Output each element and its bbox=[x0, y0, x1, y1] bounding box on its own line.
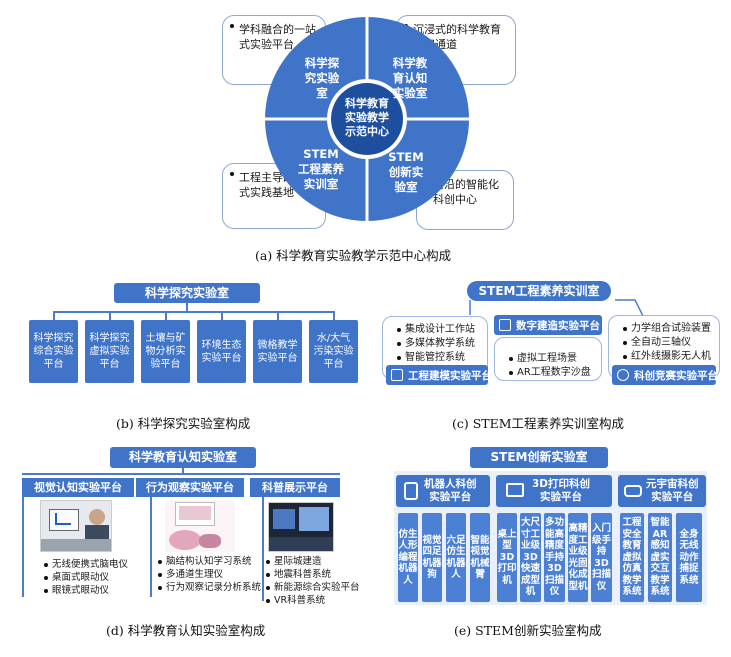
note-text: 前沿的智能化科创中心 bbox=[433, 178, 499, 206]
hammer-icon bbox=[617, 369, 629, 381]
bullet-dot bbox=[230, 24, 234, 28]
c-right-item: 全自动三轴仪 bbox=[623, 336, 713, 350]
b-item: 微格教学实验平台 bbox=[253, 320, 302, 383]
quadrant-br-label: STEM 创新实 验室 bbox=[388, 150, 424, 194]
e-title: STEM创新实验室 bbox=[470, 447, 608, 468]
caption-c: (c) STEM工程素养实训室构成 bbox=[452, 416, 625, 431]
c-right-item: 红外线摄影无人机 bbox=[623, 350, 713, 364]
b-title: 科学探究实验室 bbox=[114, 283, 260, 303]
card-label: 3D打印科创 实验平台 bbox=[532, 478, 591, 503]
e-column: 智能视觉机械臂 bbox=[470, 513, 490, 602]
e-column: 大尺寸工业级3D快速成型机 bbox=[520, 513, 541, 602]
vr-icon bbox=[624, 485, 642, 497]
connector bbox=[22, 473, 340, 475]
e-column: 桌上型3D打印机 bbox=[497, 513, 517, 602]
b-item: 水/大气污染实验平台 bbox=[309, 320, 358, 383]
e-card-meta: 元宇宙科创 实验平台 bbox=[618, 475, 706, 507]
connector bbox=[22, 497, 24, 597]
center-wheel bbox=[262, 14, 472, 224]
e-column: 视觉四足机器狗 bbox=[422, 513, 442, 602]
caption-b: (b) 科学探究实验室构成 bbox=[116, 416, 251, 431]
e-column: 多功能高精度手持3D扫描仪 bbox=[544, 513, 565, 602]
connector bbox=[221, 311, 223, 320]
connector bbox=[109, 311, 111, 320]
printer-icon bbox=[506, 483, 524, 497]
quadrant-tl-label: 科学探 究实验 室 bbox=[304, 56, 340, 100]
e-column: 高精度工业级光固化成型机 bbox=[568, 513, 588, 602]
d-title: 科学教育认知实验室 bbox=[110, 447, 256, 468]
d-sub-behavior: 行为观察实验平台 bbox=[136, 478, 244, 497]
d-list-visual: 无线便携式脑电仪 桌面式眼动仪 眼镜式眼动仪 bbox=[44, 558, 128, 597]
connector bbox=[53, 311, 55, 320]
connector bbox=[150, 497, 152, 597]
note-text: 学科融合的一站式实验平台 bbox=[239, 23, 316, 51]
brain-photo bbox=[165, 500, 235, 552]
connector bbox=[262, 497, 264, 601]
b-item: 科学探究综合实验平台 bbox=[29, 320, 78, 383]
quadrant-bl-label: STEM 工程素养 实训室 bbox=[298, 147, 344, 191]
d-item: 地震科普系统 bbox=[266, 568, 360, 581]
exhibit-photo bbox=[268, 502, 334, 552]
d-sub-science: 科普展示平台 bbox=[250, 478, 340, 497]
b-item: 科学探究虚拟实验平台 bbox=[85, 320, 134, 383]
b-item: 环境生态实验平台 bbox=[197, 320, 246, 383]
caption-e: (e) STEM创新实验室构成 bbox=[454, 623, 602, 638]
caption-d: (d) 科学教育认知实验室构成 bbox=[106, 623, 266, 638]
d-item: 无线便携式脑电仪 bbox=[44, 558, 128, 571]
label-text: 工程建模实验平台 bbox=[408, 369, 492, 382]
d-item: 脑结构认知学习系统 bbox=[158, 555, 261, 568]
e-column: 六足仿生机器人 bbox=[446, 513, 466, 602]
c-right-item: 力学组合试验装置 bbox=[623, 322, 713, 336]
c-left-label: 工程建模实验平台 bbox=[386, 365, 492, 385]
c-left-item: 集成设计工作站 bbox=[397, 323, 481, 337]
c-right-label: 科创竞赛实验平台 bbox=[612, 365, 718, 385]
eeg-photo bbox=[40, 500, 112, 552]
label-text: 数字建造实验平台 bbox=[516, 319, 600, 332]
c-title: STEM工程素养实训室 bbox=[467, 281, 611, 301]
e-card-3d: 3D打印科创 实验平台 bbox=[496, 475, 612, 507]
d-item: 行为观察记录分析系统 bbox=[158, 581, 261, 594]
center-label: 科学教育 实验教学 示范中心 bbox=[345, 97, 389, 138]
caption-a: (a) 科学教育实验教学示范中心构成 bbox=[255, 248, 452, 263]
c-mid-item: 虚拟工程场景 bbox=[509, 352, 595, 366]
e-column: 智能AR感知虚实交互教学系统 bbox=[648, 513, 672, 602]
e-card-robot: 机器人科创 实验平台 bbox=[396, 475, 490, 507]
d-sub-visual: 视觉认知实验平台 bbox=[22, 478, 134, 497]
cube-icon bbox=[391, 369, 403, 381]
e-column: 工程安全教育虚拟仿真教学系统 bbox=[620, 513, 644, 602]
d-list-science: 星际城建造 地震科普系统 新能源综合实验平台 VR科普系统 bbox=[266, 555, 360, 607]
c-mid-item: AR工程数字沙盘 bbox=[509, 366, 595, 380]
c-left-item: 多媒体教学系统 bbox=[397, 337, 481, 351]
d-item: 桌面式眼动仪 bbox=[44, 571, 128, 584]
e-column: 全身无线动作捕捉系统 bbox=[676, 513, 702, 602]
c-mid-label: 数字建造实验平台 bbox=[494, 315, 602, 335]
card-label: 元宇宙科创 实验平台 bbox=[646, 478, 699, 503]
e-column: 入门级手持3D扫描仪 bbox=[591, 513, 612, 602]
b-item: 土壤与矿物分析实验平台 bbox=[141, 320, 190, 383]
c-mid-box: 虚拟工程场景 AR工程数字沙盘 bbox=[494, 337, 602, 381]
connector bbox=[182, 468, 184, 474]
robot-icon bbox=[404, 482, 418, 500]
card-label: 机器人科创 实验平台 bbox=[424, 478, 477, 503]
connector bbox=[277, 311, 279, 320]
connector bbox=[186, 303, 188, 312]
e-column: 仿生人形编程机器人 bbox=[398, 513, 418, 602]
connector bbox=[165, 311, 167, 320]
d-item: VR科普系统 bbox=[266, 594, 360, 607]
grid-icon bbox=[499, 319, 511, 331]
d-item: 新能源综合实验平台 bbox=[266, 581, 360, 594]
d-list-behavior: 脑结构认知学习系统 多通道生理仪 行为观察记录分析系统 bbox=[158, 555, 261, 594]
d-item: 星际城建造 bbox=[266, 555, 360, 568]
c-left-item: 智能管控系统 bbox=[397, 351, 481, 365]
d-item: 眼镜式眼动仪 bbox=[44, 584, 128, 597]
connector bbox=[53, 311, 334, 313]
d-item: 多通道生理仪 bbox=[158, 568, 261, 581]
connector bbox=[333, 311, 335, 320]
label-text: 科创竞赛实验平台 bbox=[634, 369, 718, 382]
bullet-dot bbox=[230, 172, 234, 176]
quadrant-tr-label: 科学教 育认知 实验室 bbox=[392, 56, 428, 100]
